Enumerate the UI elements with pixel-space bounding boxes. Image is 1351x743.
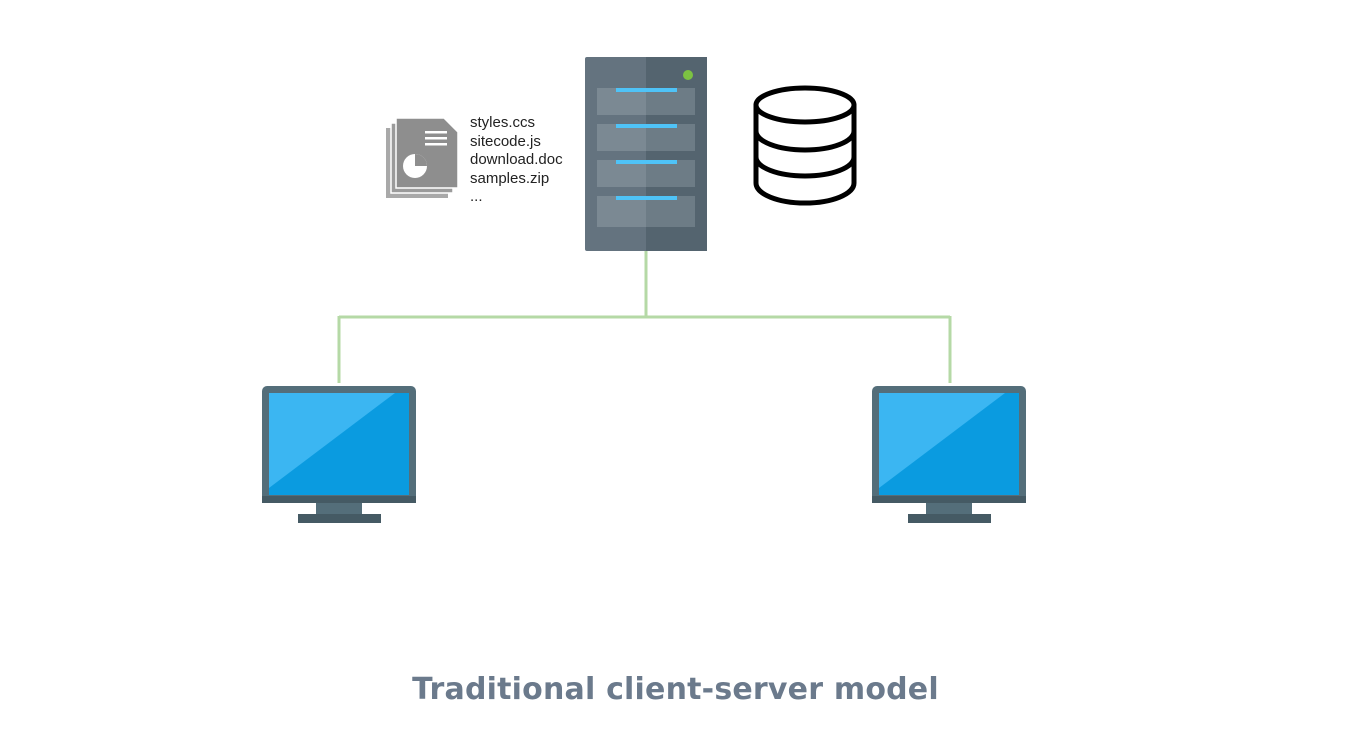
right-client-monitor-icon (872, 386, 1026, 523)
status-light-icon (683, 70, 693, 80)
file-name: styles.ccs (470, 114, 536, 131)
server-drive-bays (597, 88, 695, 227)
database-icon (753, 85, 857, 206)
left-client-monitor-icon (262, 386, 416, 523)
file-name: samples.zip (470, 169, 550, 187)
server-rack-icon (585, 57, 707, 251)
file-name: sitecode.js (470, 132, 541, 150)
file-list-ellipsis: ... (470, 188, 483, 205)
file-name: download.doc (470, 151, 563, 168)
diagram-caption: Traditional client-server model (412, 672, 939, 707)
network-connectors (337, 251, 952, 383)
document-stack-icon (386, 117, 459, 198)
server-file-list: styles.ccs sitecode.js download.doc samp… (470, 114, 563, 207)
